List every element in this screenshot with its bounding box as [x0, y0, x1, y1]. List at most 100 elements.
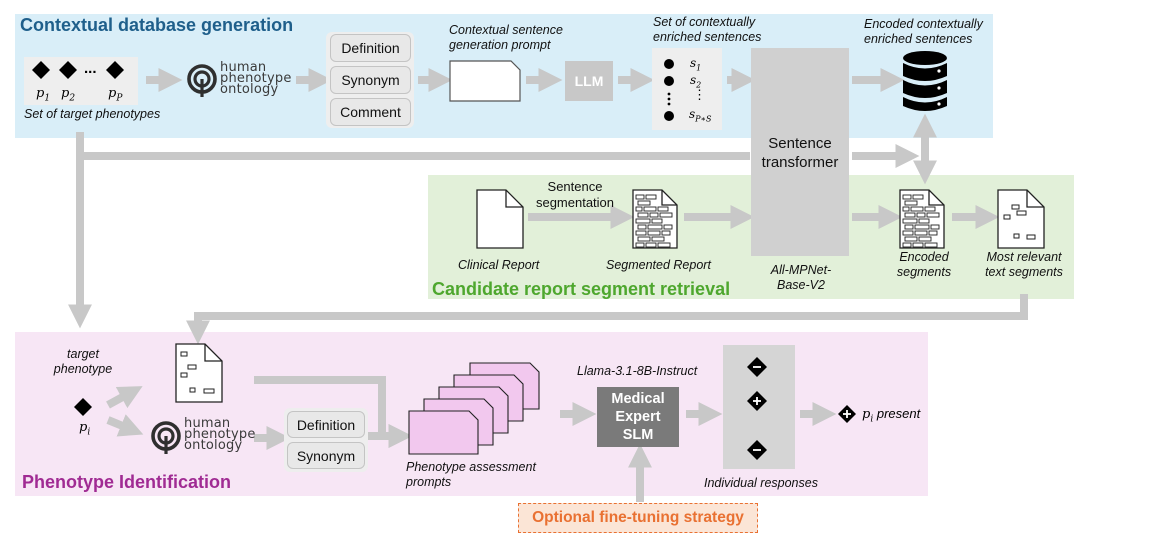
sentence-vdots: ⋮ — [693, 87, 706, 102]
segment-block — [637, 236, 651, 242]
relevant-segments-icon — [997, 189, 1045, 249]
field-synonym: Synonym — [330, 66, 411, 94]
segment-block — [918, 236, 932, 242]
response-icons — [747, 357, 767, 460]
phenotype-diamonds — [32, 61, 124, 79]
segment-block — [902, 242, 912, 248]
relevant-doc-icon — [175, 343, 223, 403]
segment-block — [635, 218, 651, 224]
segment-block — [904, 212, 916, 218]
segment-block — [904, 224, 914, 230]
field-definition-2: Definition — [287, 411, 365, 438]
segmented-report-icon — [632, 189, 678, 249]
segment-block — [910, 206, 924, 212]
segment-block — [661, 230, 671, 236]
minus-diamond-icon — [747, 357, 767, 377]
prompt-stack-icon — [408, 362, 540, 455]
label-pP: pP — [108, 86, 123, 104]
segment-block — [902, 218, 918, 224]
field-comment: Comment — [330, 98, 411, 126]
segment-block — [659, 212, 673, 218]
segment-block — [657, 206, 669, 212]
database-icon — [903, 51, 947, 111]
segment-block — [647, 230, 661, 236]
caption-model-name: Llama-3.1-8B-Instruct — [577, 364, 698, 378]
segment-block — [657, 242, 671, 248]
segment-block — [902, 206, 910, 212]
segment-block — [912, 194, 924, 200]
plus-diamond-icon — [747, 391, 767, 411]
arrow-relevant-to-doc — [186, 294, 1028, 345]
label-p2: p2 — [61, 86, 76, 104]
caption-clinical-report: Clinical Report — [458, 258, 540, 272]
segment-block — [635, 194, 645, 200]
segment-block — [926, 212, 940, 218]
segment-block — [637, 212, 649, 218]
label-pi: pi — [79, 420, 91, 438]
sentence-bullets — [664, 59, 674, 121]
diamond-icon — [106, 61, 124, 79]
prompt-card — [449, 60, 521, 102]
field-synonym-2: Synonym — [287, 442, 365, 469]
segment-block — [645, 242, 657, 248]
minus-diamond-icon — [747, 440, 767, 460]
transformer-model-caption: All-MPNet-Base-V2 — [770, 263, 832, 292]
segment-block — [637, 224, 647, 230]
sentence-sPS: sP∗S — [689, 107, 712, 124]
clinical-report-icon — [476, 189, 524, 249]
field-definition: Definition — [330, 34, 411, 62]
segment-block — [902, 230, 914, 236]
segment-block — [902, 194, 912, 200]
caption-segmented-report: Segmented Report — [606, 258, 711, 272]
segment-block — [930, 224, 940, 230]
segment-block — [651, 218, 663, 224]
segment-block — [663, 224, 673, 230]
phenotype-dots: ... — [84, 60, 97, 77]
segment-block — [928, 230, 938, 236]
segment-block — [651, 236, 665, 242]
segment-block — [649, 212, 659, 218]
encoded-segments-icon — [899, 189, 945, 249]
caption-target-phenotypes: Set of target phenotypes — [24, 107, 161, 121]
sentence-s2: s2 — [690, 73, 702, 90]
section-title-retrieval: Candidate report segment retrieval — [432, 279, 731, 299]
segment-block — [635, 206, 643, 212]
sentence-s1: s1 — [690, 56, 702, 73]
present-label: pi present — [862, 406, 921, 425]
sentence-transformer-box — [751, 48, 849, 256]
segment-block — [904, 200, 918, 206]
segment-block — [914, 224, 930, 230]
section-title-identification: Phenotype Identification — [22, 472, 232, 492]
segment-block — [645, 194, 657, 200]
label-p1: p1 — [36, 86, 51, 104]
caption-responses: Individual responses — [704, 476, 818, 490]
segment-block — [912, 242, 924, 248]
segment-block — [914, 230, 928, 236]
hpo-logo-icon-2 — [151, 421, 181, 454]
hpo-logo-icon — [187, 64, 217, 97]
sentences-box — [652, 48, 722, 130]
segment-block — [643, 206, 657, 212]
llm-box: LLM — [565, 61, 613, 101]
diamond-icon — [59, 61, 77, 79]
segment-block — [924, 242, 938, 248]
section-title-contextual: Contextual database generation — [20, 15, 294, 35]
segment-block — [637, 200, 651, 206]
finetune-box: Optional fine-tuning strategy — [518, 503, 758, 533]
present-diamond-icon — [838, 405, 856, 423]
segment-block — [647, 224, 663, 230]
segment-block — [635, 230, 647, 236]
target-diamond-icon — [74, 398, 92, 416]
segment-block — [916, 212, 926, 218]
